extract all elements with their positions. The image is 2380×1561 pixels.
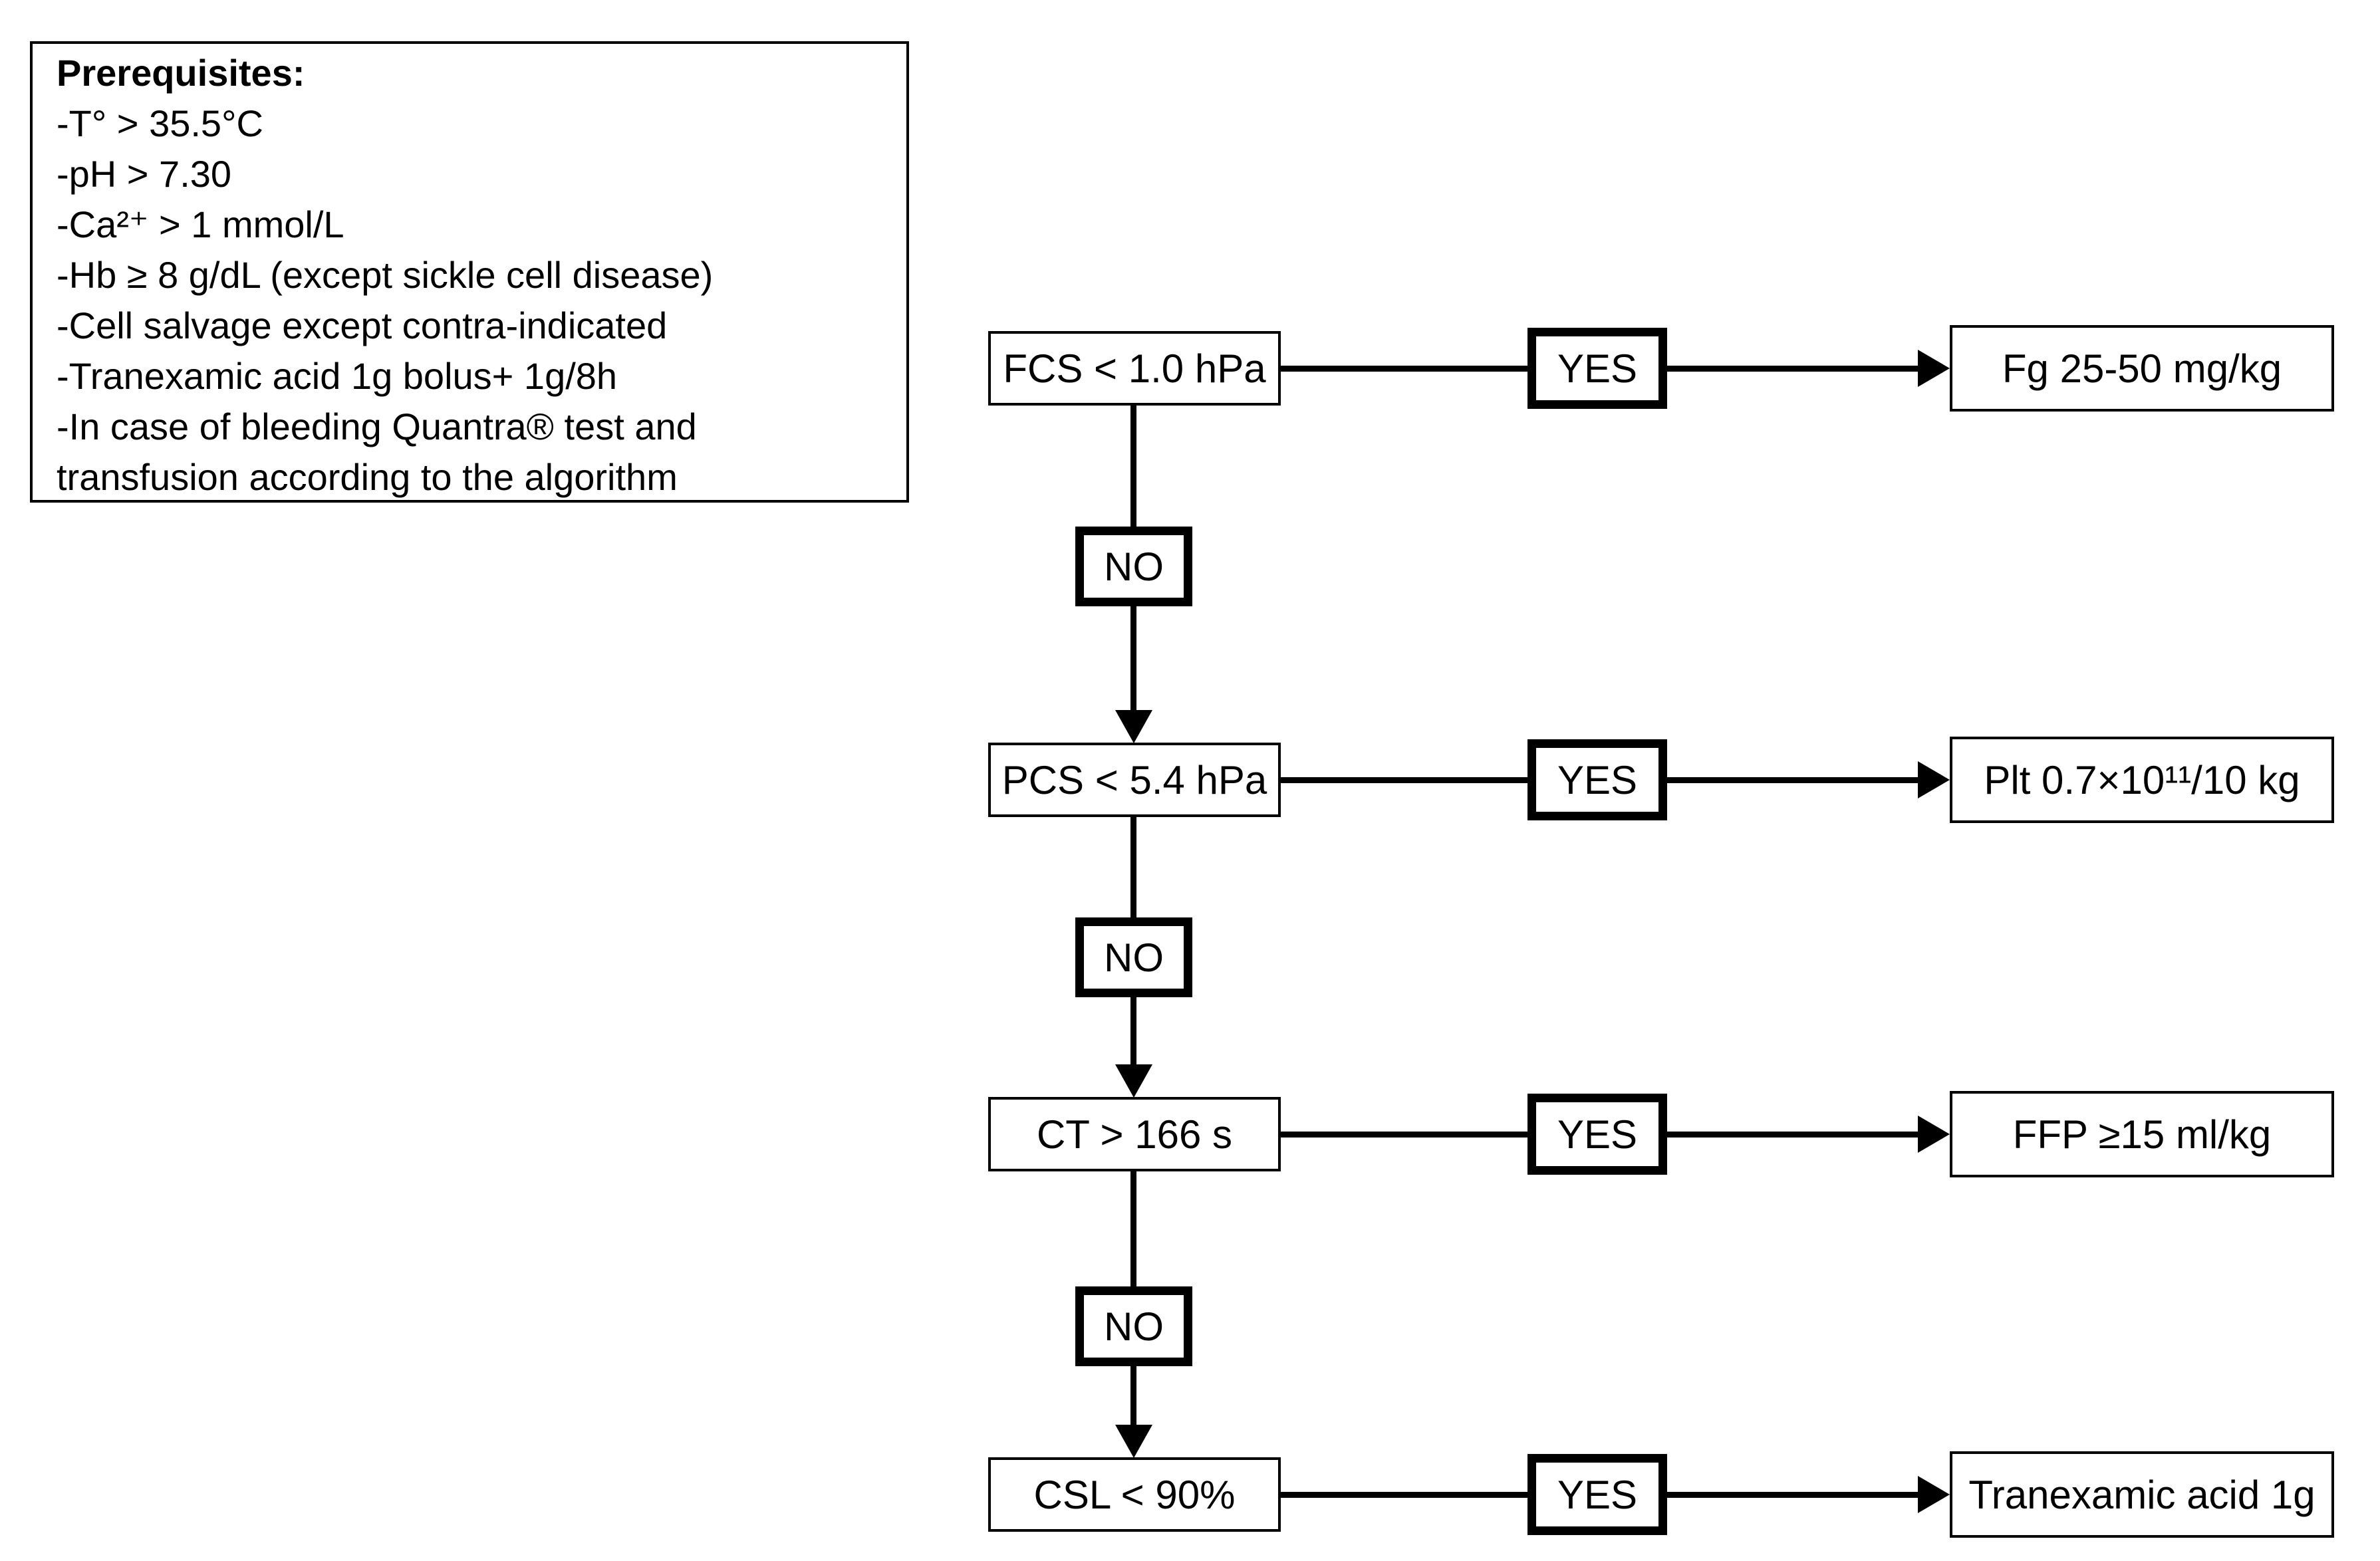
connector-no-ct [1130,996,1136,1065]
prerequisites-box: Prerequisites: -T° > 35.5°C -pH > 7.30 -… [30,41,909,503]
arrowhead-down-2 [1115,1064,1152,1098]
arrowhead-right-1 [1918,350,1950,387]
prerequisite-item-quantra-line1: -In case of bleeding Quantra® test and [57,406,697,447]
prerequisite-item-temperature: -T° > 35.5°C [57,102,263,144]
arrowhead-right-4 [1918,1476,1950,1513]
connector-yes-txa [1667,1492,1922,1498]
arrowhead-down-1 [1115,710,1152,743]
connector-csl-yes [1281,1492,1527,1498]
no-badge-1: NO [1075,527,1192,606]
prerequisite-item-calcium: -Ca²⁺ > 1 mmol/L [57,203,344,245]
connector-fcs-no [1130,406,1136,528]
yes-badge-2: YES [1527,739,1667,820]
connector-pcs-no [1130,816,1136,919]
prerequisite-item-ph: -pH > 7.30 [57,153,232,195]
prerequisite-item-cell-salvage: -Cell salvage except contra-indicated [57,304,668,346]
connector-fcs-yes [1281,366,1527,372]
arrowhead-down-3 [1115,1425,1152,1458]
connector-yes-plt [1667,777,1922,783]
condition-box-ct: CT > 166 s [988,1097,1281,1171]
connector-no-csl [1130,1365,1136,1425]
arrowhead-right-2 [1918,761,1950,798]
prerequisites-title: Prerequisites: [57,52,305,94]
connector-pcs-yes [1281,777,1527,783]
connector-ct-no [1130,1170,1136,1288]
connector-yes-fg [1667,366,1922,372]
condition-box-fcs: FCS < 1.0 hPa [988,331,1281,406]
arrowhead-right-3 [1918,1116,1950,1153]
action-box-platelets: Plt 0.7×10¹¹/10 kg [1950,737,2334,823]
yes-badge-3: YES [1527,1094,1667,1175]
action-box-tranexamic: Tranexamic acid 1g [1950,1451,2334,1538]
condition-box-pcs: PCS < 5.4 hPa [988,743,1281,817]
no-badge-2: NO [1075,917,1192,997]
prerequisite-item-tranexamic: -Tranexamic acid 1g bolus+ 1g/8h [57,355,618,397]
prerequisite-item-quantra-line2: transfusion according to the algorithm [57,456,678,498]
no-badge-3: NO [1075,1286,1192,1366]
action-box-fibrinogen: Fg 25-50 mg/kg [1950,325,2334,412]
connector-yes-ffp [1667,1132,1922,1138]
action-box-ffp: FFP ≥15 ml/kg [1950,1091,2334,1177]
connector-ct-yes [1281,1132,1527,1138]
condition-box-csl: CSL < 90% [988,1457,1281,1532]
yes-badge-1: YES [1527,328,1667,409]
connector-no-pcs [1130,605,1136,711]
yes-badge-4: YES [1527,1454,1667,1535]
prerequisite-item-hemoglobin: -Hb ≥ 8 g/dL (except sickle cell disease… [57,254,714,296]
